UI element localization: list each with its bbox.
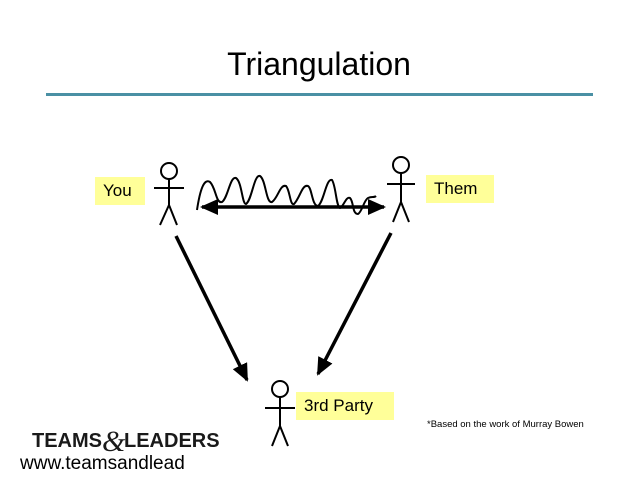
- teams-and-leaders-logo: TEAMS & LEADERS: [32, 425, 220, 455]
- title-divider: [46, 93, 593, 96]
- logo-teams-text: TEAMS: [32, 430, 102, 452]
- third-party-figure-icon: [265, 380, 295, 447]
- footnote: *Based on the work of Murray Bowen: [427, 419, 584, 430]
- you-label: You: [95, 177, 145, 205]
- logo-ampersand: &: [102, 425, 126, 455]
- slide-title: Triangulation: [227, 46, 411, 82]
- logo-leaders-text: LEADERS: [124, 430, 220, 452]
- you-to-third-party-arrow: [174, 235, 249, 382]
- them-figure-icon: [387, 156, 415, 223]
- them-label: Them: [426, 175, 494, 203]
- third-party-label: 3rd Party: [296, 392, 394, 420]
- them-to-third-party-arrow: [316, 232, 393, 376]
- website-link[interactable]: www.teamsandlead: [20, 453, 185, 474]
- you-figure-icon: [154, 162, 184, 226]
